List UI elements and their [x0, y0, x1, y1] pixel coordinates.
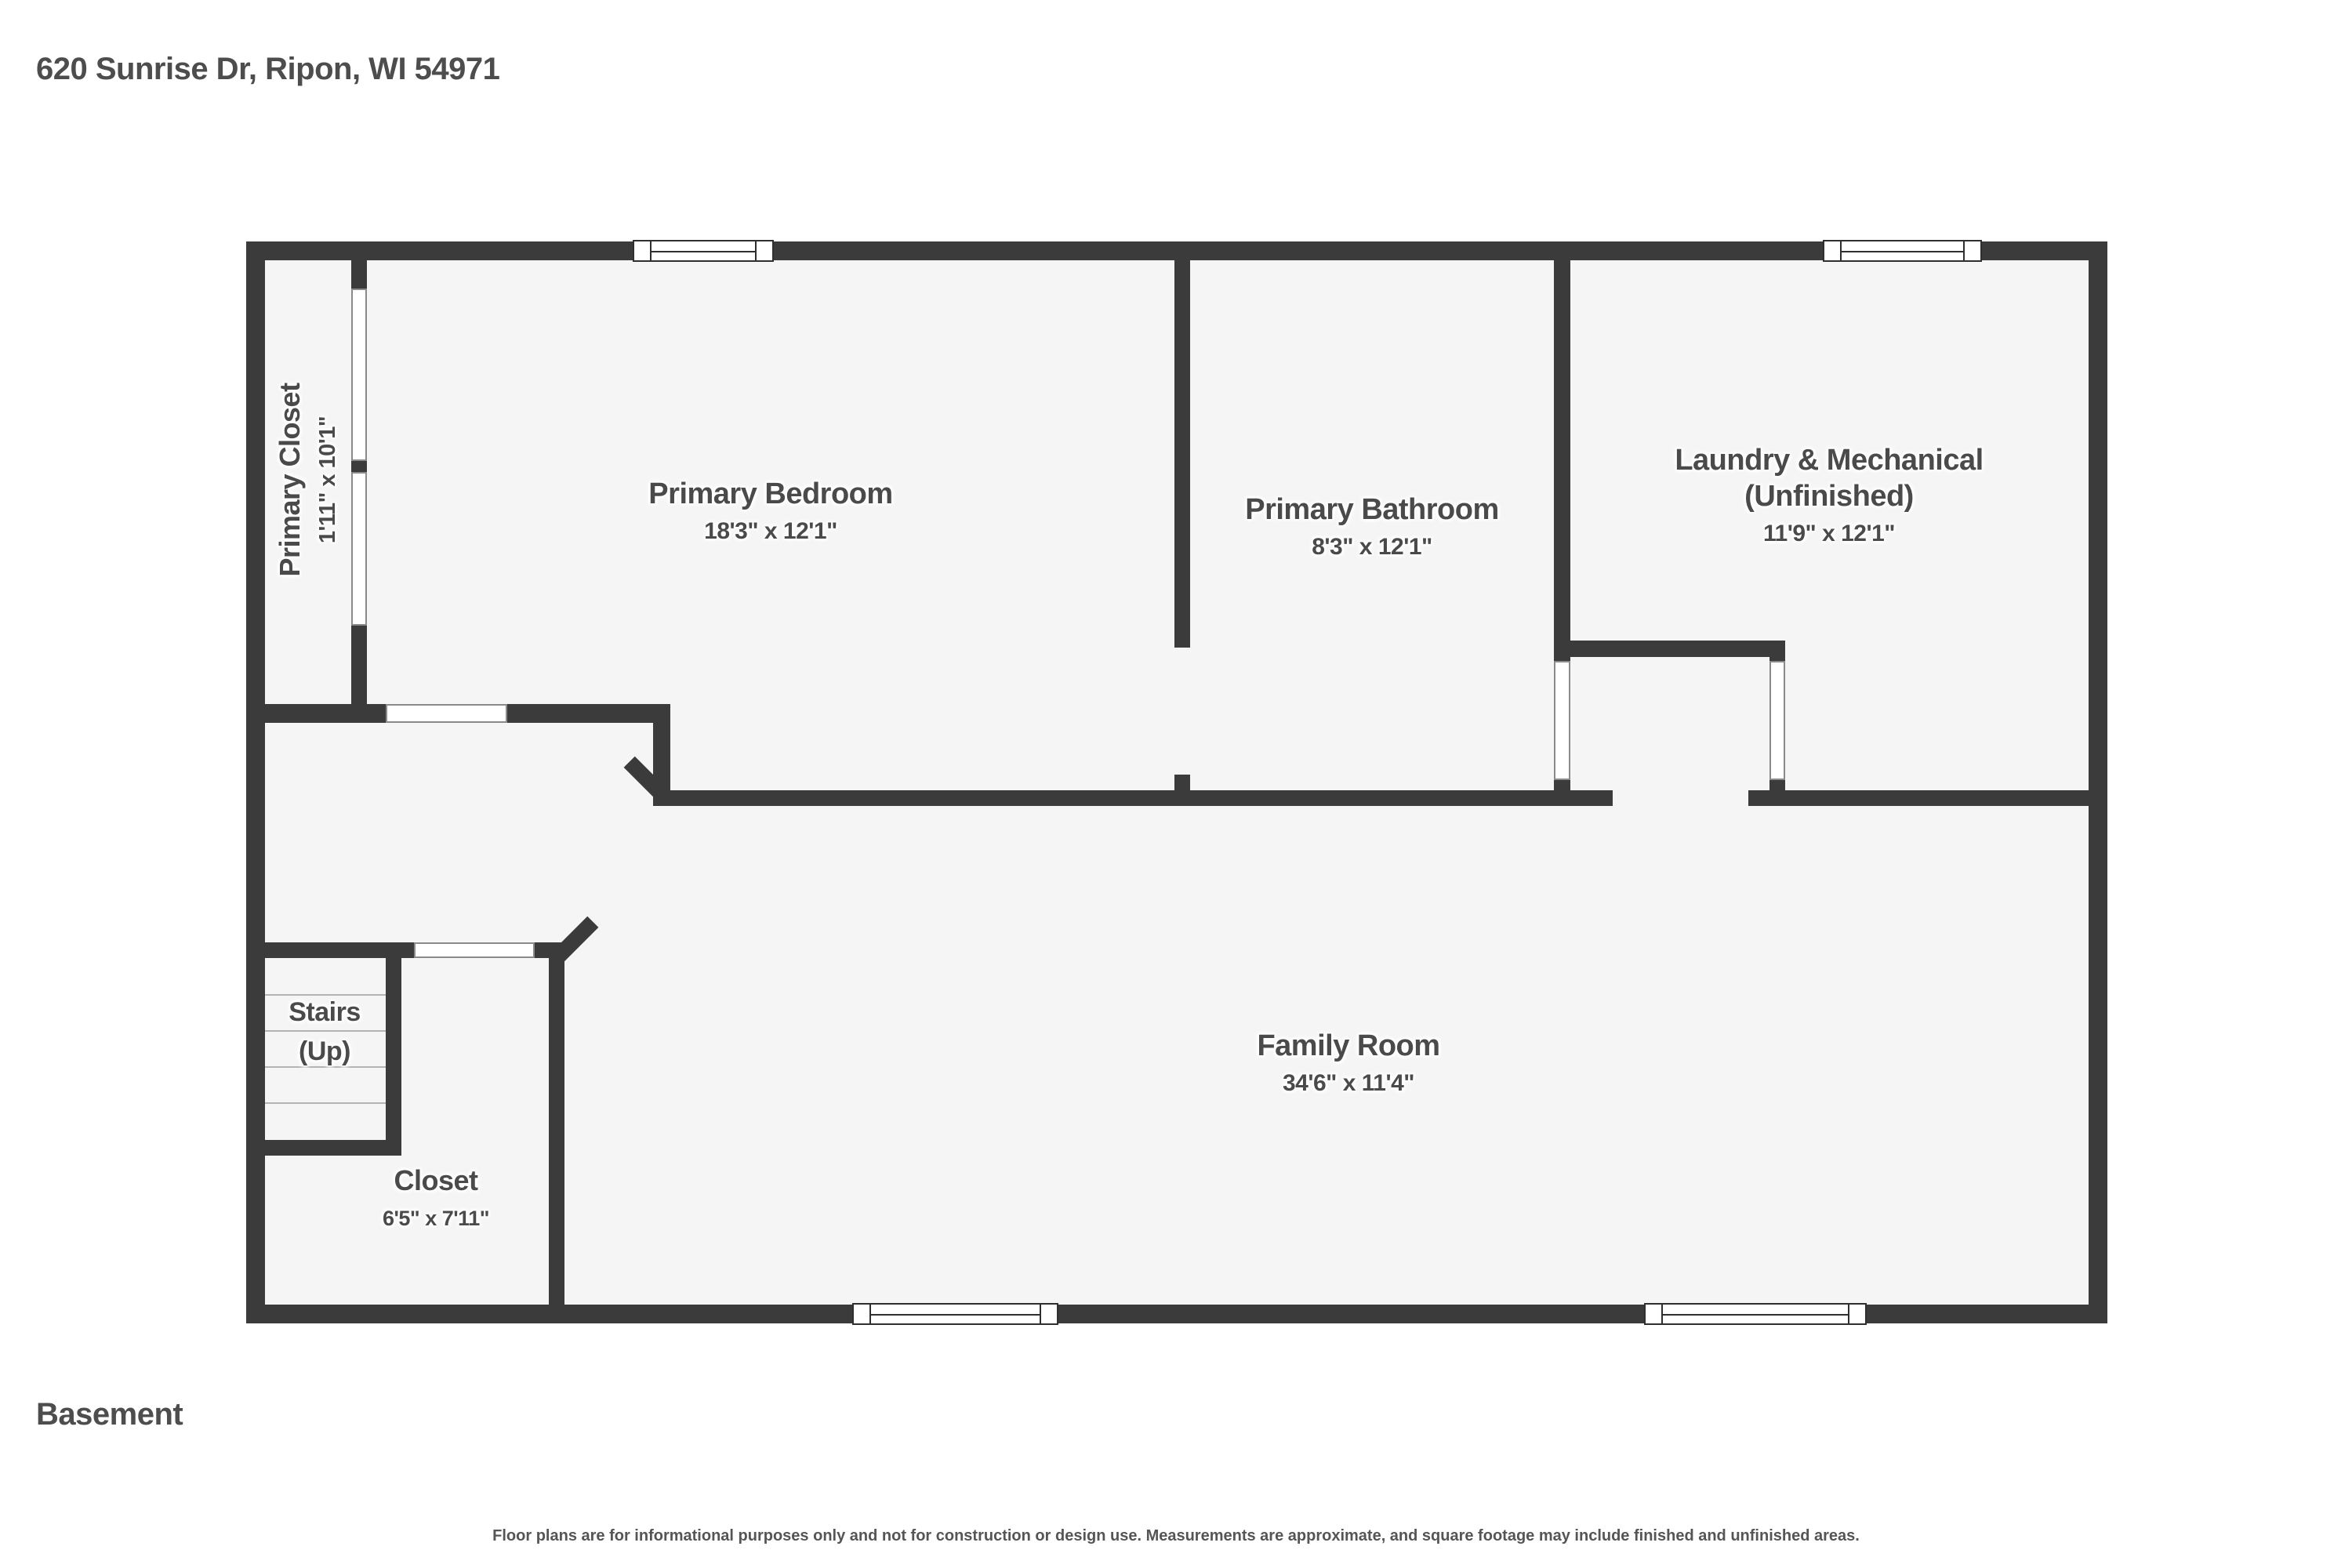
closet-wall-seg-top — [351, 260, 367, 289]
closet-wall-seg-bottom — [351, 626, 367, 723]
bathroom-laundry-wall-stub — [1554, 780, 1570, 806]
hall-wall-right — [507, 704, 670, 723]
alcove-right-wall-stub — [1769, 780, 1785, 806]
closet-door-lower — [351, 472, 367, 626]
stairs-bottom-wall — [246, 1140, 401, 1156]
floor-name-label: Basement — [36, 1397, 183, 1432]
bedroom-window — [633, 240, 774, 262]
exterior-wall-left — [246, 241, 265, 1323]
stair-tread — [265, 1030, 386, 1032]
bedroom-bathroom-wall-stub — [1174, 775, 1190, 806]
lower-closet-right-wall — [549, 942, 564, 1323]
family-room-window-left — [852, 1303, 1058, 1325]
family-wall-right — [1748, 790, 2089, 806]
exterior-wall-right — [2089, 241, 2107, 1323]
laundry-window — [1823, 240, 1982, 262]
closet-door-upper — [351, 289, 367, 461]
stair-tread — [265, 994, 386, 996]
disclaimer-text: Floor plans are for informational purpos… — [492, 1527, 1860, 1544]
room-label-closet: Closet 6'5" x 7'11" — [382, 1164, 490, 1230]
room-label-family-room: Family Room 34'6" x 11'4" — [1257, 1029, 1440, 1096]
stairs-right-wall — [386, 942, 401, 1156]
hall-wall-left — [246, 704, 386, 723]
room-label-primary-closet: Primary Closet 1'11" x 10'1" — [274, 383, 340, 577]
room-label-primary-bedroom: Primary Bedroom 18'3" x 12'1" — [648, 477, 893, 544]
hall-doorway — [386, 704, 507, 723]
alcove-right-wall-top — [1769, 641, 1785, 661]
address-title: 620 Sunrise Dr, Ripon, WI 54971 — [36, 52, 500, 86]
room-label-stairs: Stairs (Up) — [289, 997, 361, 1066]
closet-wall-post — [351, 461, 367, 472]
alcove-door-left — [1554, 661, 1570, 780]
bathroom-laundry-wall — [1554, 260, 1570, 661]
family-wall-left — [653, 790, 1613, 806]
room-label-laundry: Laundry & Mechanical (Unfinished) 11'9" … — [1675, 444, 1984, 546]
laundry-bottom-wall — [1554, 641, 1785, 657]
room-label-primary-bathroom: Primary Bathroom 8'3" x 12'1" — [1245, 493, 1499, 560]
stairs-top-wall — [246, 942, 414, 958]
stair-tread — [265, 1102, 386, 1104]
alcove-door-right — [1769, 661, 1785, 780]
stair-tread — [265, 1066, 386, 1068]
bedroom-bathroom-wall — [1174, 260, 1190, 648]
family-room-window-right — [1644, 1303, 1867, 1325]
exterior-wall-top — [246, 241, 2107, 260]
closet-room-doorway — [414, 942, 535, 958]
